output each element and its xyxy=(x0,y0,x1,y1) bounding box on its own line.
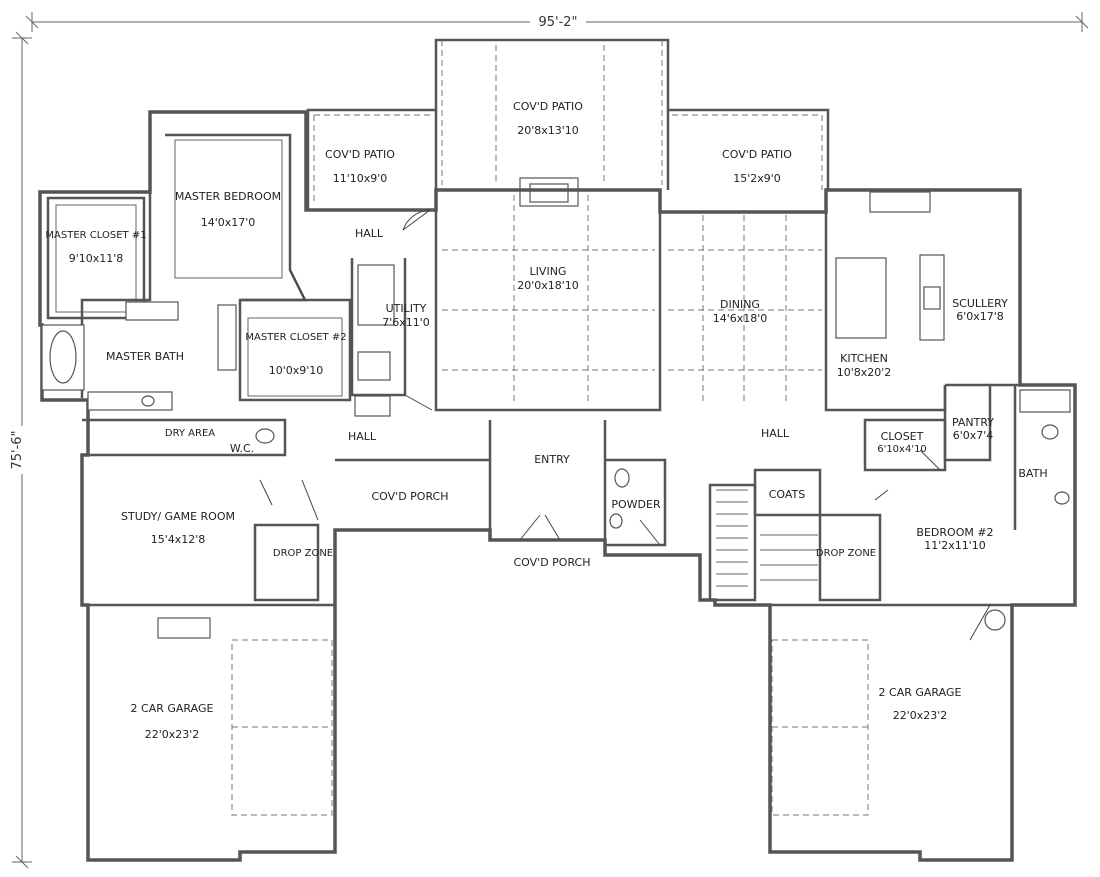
room-size-garage-right: 22'0x23'2 xyxy=(893,709,948,722)
room-label-hall-left: HALL xyxy=(348,430,377,443)
room-label-dry-area: DRY AREA xyxy=(165,428,215,439)
room-size-covd-patio-left: 11'10x9'0 xyxy=(333,172,388,185)
room-labels: COV'D PATIO 20'8x13'10 COV'D PATIO 11'10… xyxy=(45,100,1047,741)
room-size-kitchen: 10'8x20'2 xyxy=(837,366,892,379)
fixtures xyxy=(41,191,1071,639)
room-label-entry: ENTRY xyxy=(534,453,570,466)
room-label-drop-zone-left: DROP ZONE xyxy=(273,548,333,559)
room-size-study: 15'4x12'8 xyxy=(151,533,206,546)
interior-walls xyxy=(80,133,1020,607)
room-label-covd-patio-left: COV'D PATIO xyxy=(325,148,395,161)
room-label-master-bedroom: MASTER BEDROOM xyxy=(175,190,281,203)
room-label-bath: BATH xyxy=(1018,467,1047,480)
room-label-covd-porch-left: COV'D PORCH xyxy=(372,490,449,503)
room-size-utility: 7'6x11'0 xyxy=(382,316,430,329)
room-label-hall-top: HALL xyxy=(355,227,384,240)
room-size-garage-left: 22'0x23'2 xyxy=(145,728,200,741)
room-label-closet: CLOSET xyxy=(881,430,924,443)
room-label-utility: UTILITY xyxy=(386,302,427,315)
room-label-coats: COATS xyxy=(769,488,806,501)
room-size-master-closet-2: 10'0x9'10 xyxy=(269,364,324,377)
room-size-scullery: 6'0x17'8 xyxy=(956,310,1004,323)
room-label-kitchen: KITCHEN xyxy=(840,352,888,365)
room-label-living: LIVING xyxy=(530,265,567,278)
room-label-study: STUDY/ GAME ROOM xyxy=(121,510,235,523)
overall-width-dimension: 95'-2" xyxy=(538,15,577,30)
garage-parking xyxy=(231,639,869,816)
room-label-pantry: PANTRY xyxy=(952,416,994,429)
patio-outlines xyxy=(306,38,830,210)
room-label-drop-zone-right: DROP ZONE xyxy=(816,548,876,559)
room-label-dining: DINING xyxy=(720,298,760,311)
dimension-lines: 95'-2" 75'-6" xyxy=(8,12,1089,869)
room-size-master-closet-1: 9'10x11'8 xyxy=(69,252,124,265)
room-size-closet: 6'10x4'10 xyxy=(877,444,927,455)
room-size-covd-patio-right: 15'2x9'0 xyxy=(733,172,781,185)
room-label-covd-porch-front: COV'D PORCH xyxy=(514,556,591,569)
room-label-master-bath: MASTER BATH xyxy=(106,350,184,363)
room-size-living: 20'0x18'10 xyxy=(517,279,579,292)
room-label-master-closet-2: MASTER CLOSET #2 xyxy=(245,332,346,343)
door-swings xyxy=(259,209,991,641)
ceiling-lines xyxy=(442,195,822,405)
room-size-dining: 14'6x18'0 xyxy=(713,312,768,325)
room-label-wc: W.C. xyxy=(230,442,254,455)
room-label-garage-right: 2 CAR GARAGE xyxy=(879,686,962,699)
room-label-garage-left: 2 CAR GARAGE xyxy=(131,702,214,715)
stairs xyxy=(716,489,818,587)
room-label-hall-right: HALL xyxy=(761,427,790,440)
exterior-walls xyxy=(38,110,1077,862)
room-label-master-closet-1: MASTER CLOSET #1 xyxy=(45,230,146,241)
overall-depth-dimension: 75'-6" xyxy=(10,430,25,469)
room-label-covd-patio-center: COV'D PATIO xyxy=(513,100,583,113)
room-size-bedroom-2: 11'2x11'10 xyxy=(924,539,986,552)
room-label-powder: POWDER xyxy=(611,498,661,511)
room-label-covd-patio-right: COV'D PATIO xyxy=(722,148,792,161)
room-label-bedroom-2: BEDROOM #2 xyxy=(916,526,993,539)
room-size-covd-patio-center: 20'8x13'10 xyxy=(517,124,579,137)
room-size-pantry: 6'0x7'4 xyxy=(953,429,994,442)
room-size-master-bedroom: 14'0x17'0 xyxy=(201,216,256,229)
room-label-scullery: SCULLERY xyxy=(952,297,1008,310)
